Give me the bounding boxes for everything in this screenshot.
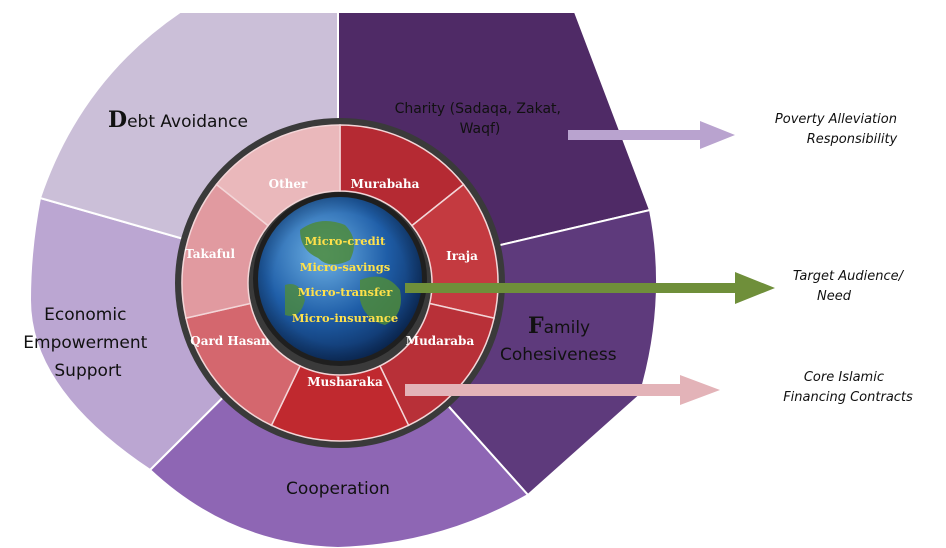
arrow-core-islamic	[405, 375, 720, 405]
middle-label-iraja: Iraja	[446, 249, 478, 263]
arrow-target	[405, 272, 775, 304]
middle-ring-labels: Murabaha Iraja Mudaraba Musharaka Qard H…	[185, 177, 478, 389]
side-label-target: Target Audience/ Need	[793, 269, 907, 304]
outer-label-charity: Charity (Sadaqa, Zakat, Waqf)	[395, 101, 566, 137]
core-label-micro-savings: Micro-savings	[300, 260, 390, 274]
outer-label-family-line2: Cohesiveness	[500, 345, 617, 365]
core-label-micro-insurance: Micro-insurance	[292, 311, 398, 325]
middle-label-takaful: Takaful	[185, 247, 236, 261]
core-label-micro-credit: Micro-credit	[305, 234, 386, 248]
arrows	[405, 121, 775, 405]
core-labels: Micro-credit Micro-savings Micro-transfe…	[292, 234, 398, 325]
middle-label-murabaha: Murabaha	[351, 177, 420, 191]
arrow-poverty	[568, 121, 735, 149]
side-label-poverty: Poverty Alleviation Responsibility	[775, 112, 901, 147]
core-label-micro-transfer: Micro-transfer	[298, 285, 394, 299]
middle-label-musharaka: Musharaka	[307, 375, 383, 389]
outer-label-economic: Economic Empowerment Support	[23, 305, 152, 381]
globe-shade	[258, 197, 422, 361]
outer-label-family-line1: Family	[528, 313, 590, 339]
outer-label-cooperation: Cooperation	[286, 479, 390, 499]
middle-label-other: Other	[269, 177, 308, 191]
side-label-core-islamic: Core Islamic Financing Contracts	[783, 370, 913, 405]
middle-label-qard-hasan: Qard Hasan	[190, 334, 270, 348]
middle-sector-other	[215, 124, 341, 227]
outer-label-debt: Debt Avoidance	[108, 107, 248, 133]
middle-label-mudaraba: Mudaraba	[406, 334, 475, 348]
